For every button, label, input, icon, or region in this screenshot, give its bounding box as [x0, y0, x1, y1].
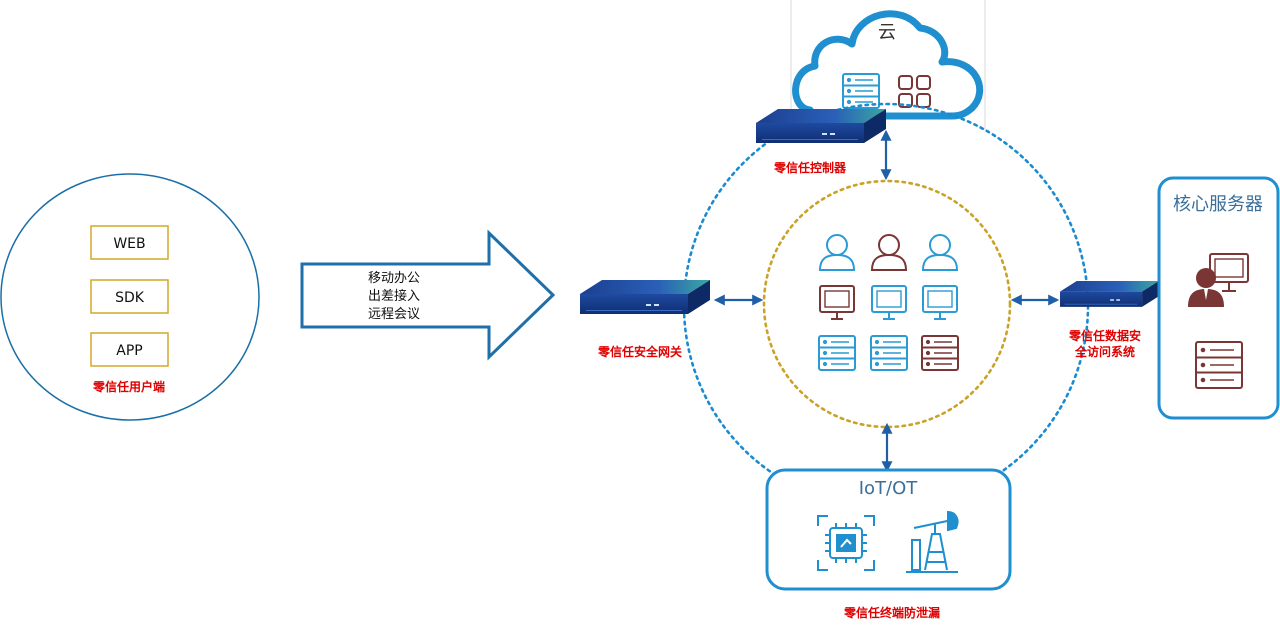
- user-side-ellipse: [0, 173, 260, 421]
- user-icon: [922, 234, 958, 271]
- access-scenario-2: 出差接入: [368, 288, 420, 304]
- sdk-label: SDK: [115, 290, 145, 306]
- user-icon: [871, 234, 907, 271]
- cloud-group: 云: [790, 0, 986, 130]
- chip-icon: [817, 515, 875, 571]
- controller-device: 零信任控制器: [756, 109, 886, 175]
- data-access-device: 零信任数据安 全访问系统: [1060, 281, 1159, 359]
- access-scenario-3: 远程会议: [368, 307, 420, 322]
- user-icon: [819, 234, 855, 271]
- server-icon: [921, 335, 959, 371]
- controller-caption: 零信任控制器: [773, 160, 847, 175]
- inner-resources: [818, 234, 959, 371]
- gateway-device: 零信任安全网关: [580, 280, 710, 359]
- core-servers-title: 核心服务器: [1173, 194, 1263, 215]
- apps-grid-icon: [898, 75, 931, 108]
- data-access-caption-line2: 全访问系统: [1074, 344, 1135, 359]
- gateway-caption: 零信任安全网关: [597, 344, 682, 359]
- monitor-icon: [871, 285, 907, 320]
- cloud-label: 云: [878, 22, 896, 43]
- app-label: APP: [116, 343, 142, 359]
- inner-resource-ring: [762, 179, 1012, 429]
- server-icon: [870, 335, 908, 371]
- iot-box: IoT/OT 零信任终端防泄漏: [765, 468, 1012, 620]
- access-scenario-1: 移动办公: [368, 271, 420, 286]
- controller-device-icon: [756, 109, 886, 143]
- sdk-box: [90, 279, 169, 314]
- admin-user-icon: [1188, 253, 1249, 307]
- web-box: [90, 225, 169, 260]
- server-icon: [818, 335, 856, 371]
- data-access-caption-line1: 零信任数据安: [1068, 328, 1141, 343]
- oil-pump-icon: [906, 510, 959, 573]
- core-servers-box: 核心服务器: [1157, 176, 1280, 420]
- app-box: [90, 332, 169, 367]
- core-server-icon: [1195, 341, 1243, 389]
- iot-title: IoT/OT: [859, 478, 919, 499]
- iot-caption: 零信任终端防泄漏: [843, 605, 940, 620]
- data-access-device-icon: [1060, 281, 1159, 307]
- monitor-icon: [922, 285, 958, 320]
- monitor-icon: [819, 285, 855, 320]
- web-label: WEB: [113, 236, 145, 252]
- user-side-caption: 零信任用户端: [92, 379, 165, 394]
- access-arrow: 移动办公 出差接入 远程会议: [300, 229, 556, 361]
- user-side-group: WEB SDK APP 零信任用户端: [0, 173, 260, 421]
- gateway-device-icon: [580, 280, 710, 314]
